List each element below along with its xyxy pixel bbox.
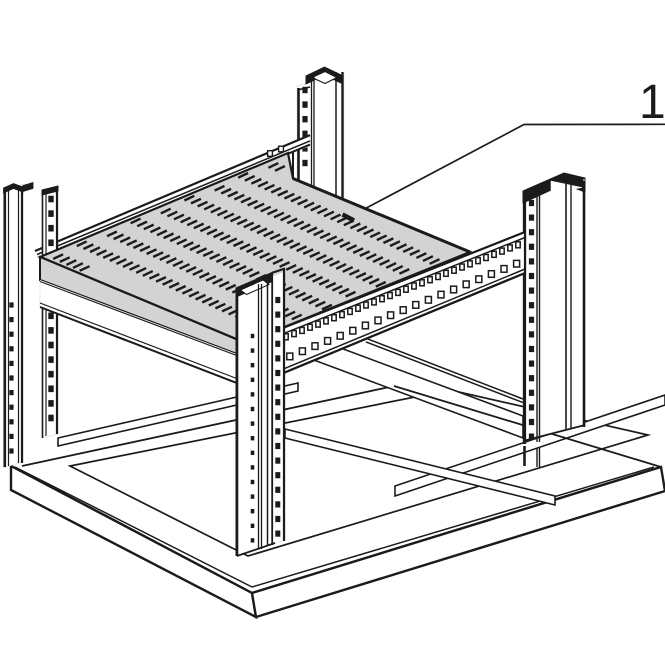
svg-text:1: 1 xyxy=(639,76,665,129)
